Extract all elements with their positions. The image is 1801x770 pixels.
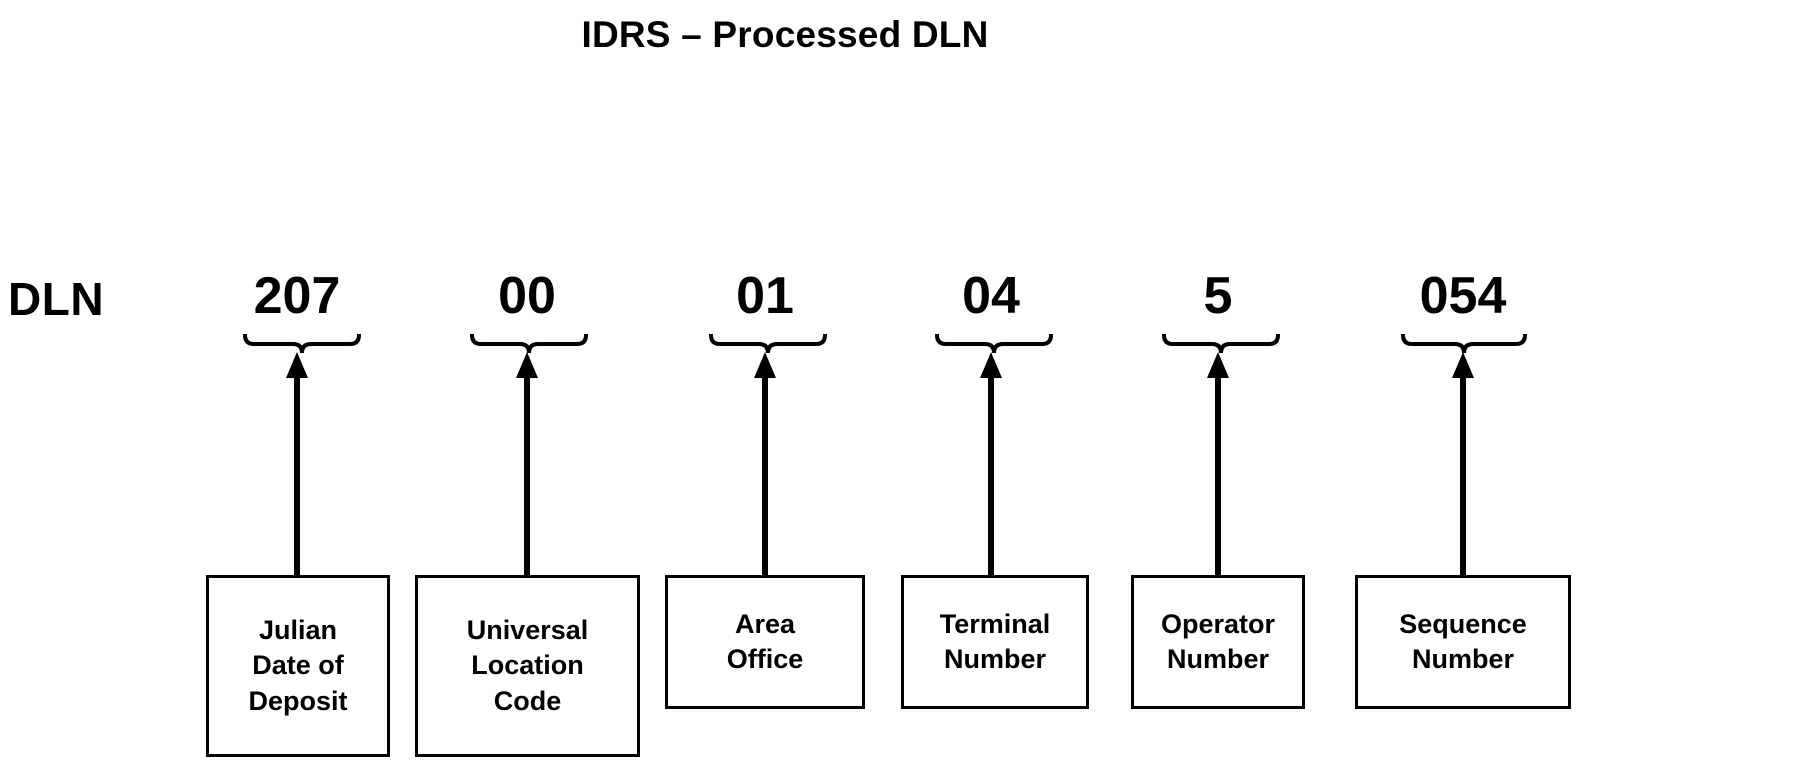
dln-digit-group-3: 01 [736, 267, 794, 325]
dln-field-label: Universal Location Code [466, 615, 589, 716]
dln-field-box-3: Area Office [665, 575, 865, 709]
up-arrow-icon [282, 352, 312, 575]
underbrace-icon [1401, 332, 1527, 362]
page-title: IDRS – Processed DLN [581, 14, 989, 55]
dln-field-box-6: Sequence Number [1355, 575, 1571, 709]
up-arrow-icon [512, 352, 542, 575]
dln-field-box-1: Julian Date of Deposit [206, 575, 390, 757]
dln-row-label: DLN [8, 273, 105, 325]
dln-digit-group-5: 5 [1203, 267, 1233, 325]
up-arrow-icon [750, 352, 780, 575]
up-arrow-icon [1203, 352, 1233, 575]
up-arrow-icon [976, 352, 1006, 575]
dln-digit-group-6: 054 [1419, 267, 1507, 325]
dln-field-box-5: Operator Number [1131, 575, 1305, 709]
dln-field-box-4: Terminal Number [901, 575, 1089, 709]
dln-field-label: Sequence Number [1399, 608, 1527, 674]
dln-field-label: Julian Date of Deposit [248, 615, 348, 716]
dln-field-box-2: Universal Location Code [415, 575, 640, 757]
underbrace-icon [1162, 332, 1280, 362]
underbrace-icon [470, 332, 588, 362]
dln-field-label: Area Office [726, 608, 804, 674]
underbrace-icon [709, 332, 827, 362]
up-arrow-icon [1448, 352, 1478, 575]
underbrace-icon [243, 332, 361, 362]
dln-field-label: Operator Number [1160, 608, 1276, 674]
underbrace-icon [935, 332, 1053, 362]
dln-digit-group-2: 00 [498, 267, 556, 325]
dln-digit-group-1: 207 [253, 267, 341, 325]
dln-digit-group-4: 04 [962, 267, 1020, 325]
dln-field-label: Terminal Number [939, 608, 1051, 674]
